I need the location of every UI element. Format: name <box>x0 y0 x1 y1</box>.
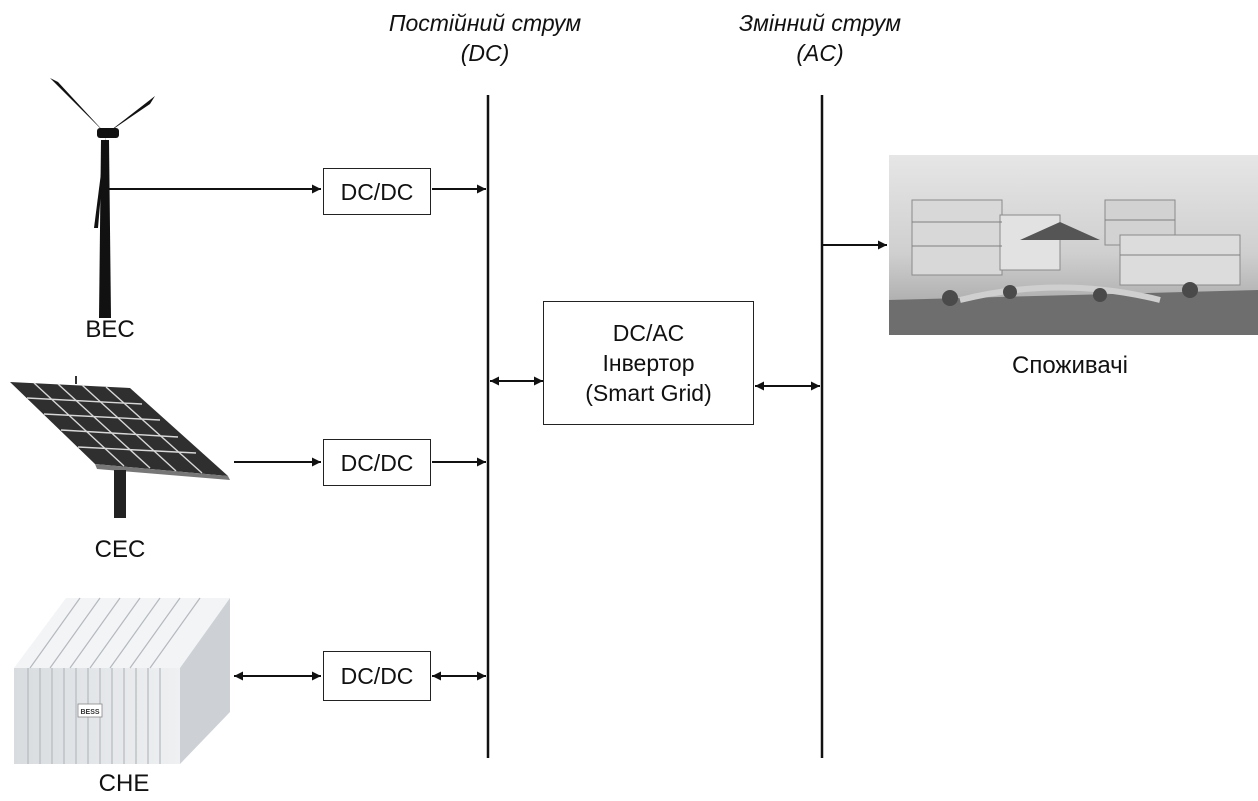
wind-dc-dc-converter: DC/DC <box>323 168 431 215</box>
inverter-line1: DC/AC <box>613 318 685 348</box>
ac-bus-title: Змінний струм (AC) <box>690 8 950 68</box>
solar-panel-icon <box>10 376 230 518</box>
wind-turbine-icon <box>50 78 155 318</box>
wind-label: ВЕС <box>70 316 150 344</box>
battery-container-icon: BESS <box>14 598 230 764</box>
inverter-line3: (Smart Grid) <box>585 378 712 408</box>
ac-bus-title-line2: (AC) <box>690 38 950 68</box>
solar-converter-label: DC/DC <box>341 448 414 478</box>
solar-label: СЕС <box>80 536 160 564</box>
storage-label: СНЕ <box>84 770 164 798</box>
dc-bus-title-line1: Постійний струм <box>355 8 615 38</box>
consumers-label: Споживачі <box>980 352 1160 380</box>
solar-dc-dc-converter: DC/DC <box>323 439 431 486</box>
inverter-line2: Інвертор <box>603 348 695 378</box>
storage-dc-dc-converter: DC/DC <box>323 651 431 701</box>
dc-bus-title-line2: (DC) <box>355 38 615 68</box>
storage-badge-text: BESS <box>80 709 99 716</box>
wind-converter-label: DC/DC <box>341 177 414 207</box>
storage-converter-label: DC/DC <box>341 661 414 691</box>
dc-bus-title: Постійний струм (DC) <box>355 8 615 68</box>
ac-bus-title-line1: Змінний струм <box>690 8 950 38</box>
inverter-box: DC/AC Інвертор (Smart Grid) <box>543 301 754 425</box>
consumers-buildings-image <box>889 155 1258 335</box>
